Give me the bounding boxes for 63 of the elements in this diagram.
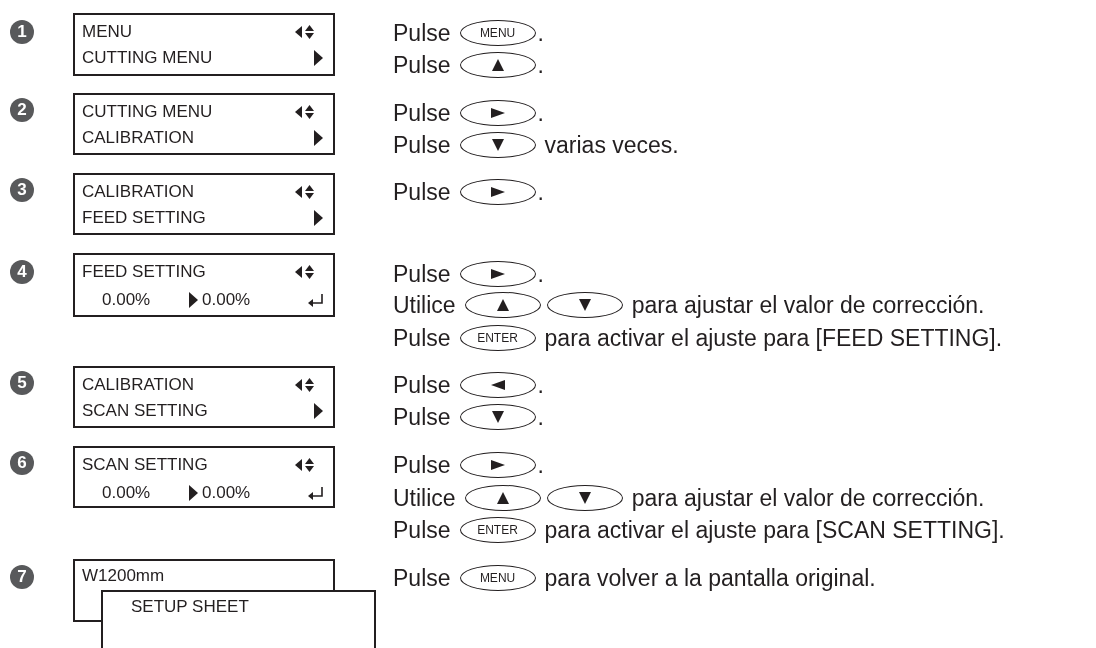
instruction-text: Utilice [393,291,456,319]
lcd-screen [73,253,335,317]
lcd-screen [73,559,335,590]
screen-text: SCAN SETTING [82,401,208,421]
instruction-text: . [537,451,544,479]
instruction-text: Pulse [393,178,451,206]
instruction-text: varias veces. [544,131,679,159]
screen-text: W1200mm [82,566,165,586]
instruction-text: para activar el ajuste para [SCAN SETTING]. [544,516,1005,544]
instruction-text: Pulse [393,324,451,352]
instruction-text: Pulse [393,564,451,592]
screen-text: FEED SETTING [82,262,206,282]
instruction-text: . [537,178,544,206]
lcd-screen [73,173,335,235]
instruction-text: . [537,99,544,127]
instruction-text: Pulse [393,403,451,431]
step-number: 1 [10,20,34,44]
step-number: 6 [10,451,34,475]
screen-text: 0.00% [202,483,251,503]
screen-text: 0.00% [102,483,151,503]
key-button: MENU [459,565,536,591]
instruction-text: Pulse [393,260,451,288]
screen-text: FEED SETTING [82,208,206,228]
key-button: MENU [459,20,536,46]
screen-text: CUTTING MENU [82,102,213,122]
screen-text: MENU [82,22,133,42]
instruction-text: Pulse [393,99,451,127]
step-number: 3 [10,178,34,202]
lcd-screen [101,590,376,648]
screen-text: 0.00% [202,290,251,310]
instruction-text: Pulse [393,451,451,479]
instruction-text: para ajustar el valor de corrección. [631,291,985,319]
lcd-screen [73,93,335,155]
key-button: ENTER [459,517,536,543]
screen-text: SCAN SETTING [82,455,208,475]
screen-text: CALIBRATION [82,128,195,148]
instruction-text: para activar el ajuste para [FEED SETTING]. [544,324,1003,352]
step-number: 5 [10,371,34,395]
instruction-text: . [537,51,544,79]
lcd-screen [73,13,335,76]
screen-text: CALIBRATION [82,375,195,395]
screen-text: CALIBRATION [82,182,195,202]
lcd-screen [73,446,335,508]
instruction-text: Pulse [393,131,451,159]
instruction-text: para ajustar el valor de corrección. [631,484,985,512]
instruction-text: para volver a la pantalla original. [544,564,876,592]
key-button: ENTER [459,325,536,351]
instruction-text: . [537,403,544,431]
instruction-text: Pulse [393,19,451,47]
instruction-text: Utilice [393,484,456,512]
lcd-screen [73,366,335,428]
instruction-text: . [537,19,544,47]
step-number: 2 [10,98,34,122]
instruction-text: Pulse [393,516,451,544]
step-number: 4 [10,260,34,284]
step-number: 7 [10,565,34,589]
instruction-text: Pulse [393,371,451,399]
screen-text: CUTTING MENU [82,48,213,68]
screen-text: SETUP SHEET [131,597,249,617]
instruction-text: Pulse [393,51,451,79]
screen-text: 0.00% [102,290,151,310]
instruction-text: . [537,371,544,399]
instruction-text: . [537,260,544,288]
